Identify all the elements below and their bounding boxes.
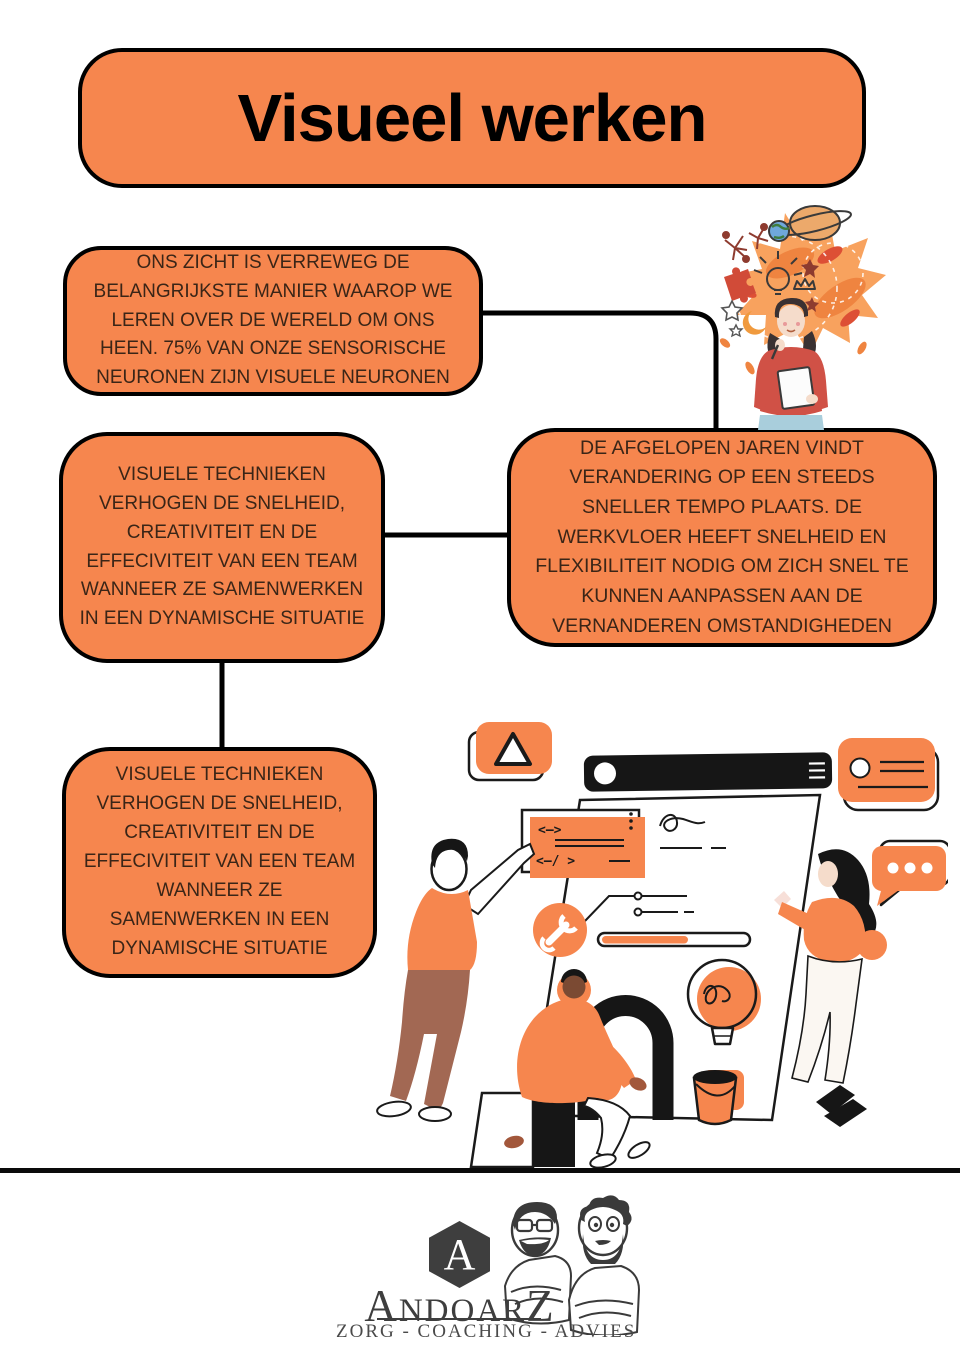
standing-man xyxy=(376,838,536,1122)
scribble-line xyxy=(659,814,706,832)
profile-card-icon xyxy=(838,738,940,812)
earth-icon xyxy=(768,220,790,242)
flowers-icon xyxy=(722,223,769,263)
wrench-icon xyxy=(533,903,587,957)
logo-letter: A xyxy=(443,1229,476,1279)
brand-name: ANDOARZ xyxy=(330,1280,590,1332)
thinking-woman-illustration xyxy=(719,205,886,430)
crown-icon xyxy=(793,278,816,290)
star-icon xyxy=(801,259,819,278)
man-with-beard xyxy=(567,1195,641,1335)
footer-divider xyxy=(0,1168,960,1173)
connector-box1-box3 xyxy=(481,310,719,430)
puzzle-icon xyxy=(724,267,756,303)
brand-last-letter: Z xyxy=(526,1281,556,1331)
code-tag-icon: <—> xyxy=(538,823,562,838)
code-panel: <—> <—/ > xyxy=(520,808,645,878)
progress-bar xyxy=(596,931,752,948)
info-box-techniques-2-text: VISUELE TECHNIEKEN VERHOGEN DE SNELHEID,… xyxy=(83,764,356,959)
page-title: Visueel werken xyxy=(237,80,708,156)
brand-tagline: ZORG - COACHING - ADVIES xyxy=(336,1321,637,1342)
play-icon xyxy=(467,722,552,782)
thinking-woman xyxy=(754,297,828,430)
creative-burst xyxy=(719,205,886,375)
window-title-bar xyxy=(583,752,833,792)
info-box-techniques: VISUELE TECHNIEKEN VERHOGEN DE SNELHEID,… xyxy=(59,432,385,663)
pointing-woman xyxy=(774,849,887,1127)
info-box-vision: ONS ZICHT IS VERREWEG DE BELANGRIJKSTE M… xyxy=(63,246,483,396)
brand-first-letter: A xyxy=(364,1281,399,1331)
speech-bubble-icon xyxy=(872,839,948,907)
lightbulb-icon xyxy=(686,958,761,1046)
info-box-change-text: DE AFGELOPEN JAREN VINDT VERANDERING OP … xyxy=(535,436,909,637)
star-outline-icon xyxy=(720,299,744,322)
team-collaboration-illustration: <—> <—/ > xyxy=(376,722,948,1169)
logo-hexagon: A xyxy=(429,1221,490,1288)
brand-underline xyxy=(377,1318,541,1320)
star-outline-icon-2 xyxy=(728,323,744,338)
paint-bucket-icon xyxy=(692,1070,744,1126)
star-icon-2 xyxy=(805,297,819,312)
hamburger-menu-icon xyxy=(808,762,826,779)
planet-icon xyxy=(778,205,852,241)
window-dot xyxy=(594,762,617,785)
code-close-tag-icon: <—/ > xyxy=(536,854,575,869)
brand-middle: NDOAR xyxy=(398,1293,527,1329)
info-box-techniques-text: VISUELE TECHNIEKEN VERHOGEN DE SNELHEID,… xyxy=(79,463,365,630)
info-box-techniques-2: VISUELE TECHNIEKEN VERHOGEN DE SNELHEID,… xyxy=(62,747,377,978)
moon-icon xyxy=(742,311,766,335)
bulb-doodle-icon xyxy=(753,251,803,295)
info-box-vision-text: ONS ZICHT IS VERREWEG DE BELANGRIJKSTE M… xyxy=(93,251,453,389)
founders-illustration xyxy=(503,1195,641,1335)
node-links xyxy=(584,891,694,922)
man-with-glasses xyxy=(503,1202,573,1325)
info-box-change: DE AFGELOPEN JAREN VINDT VERANDERING OP … xyxy=(507,428,937,647)
sitting-person xyxy=(469,969,651,1169)
title-banner: Visueel werken xyxy=(78,48,866,188)
